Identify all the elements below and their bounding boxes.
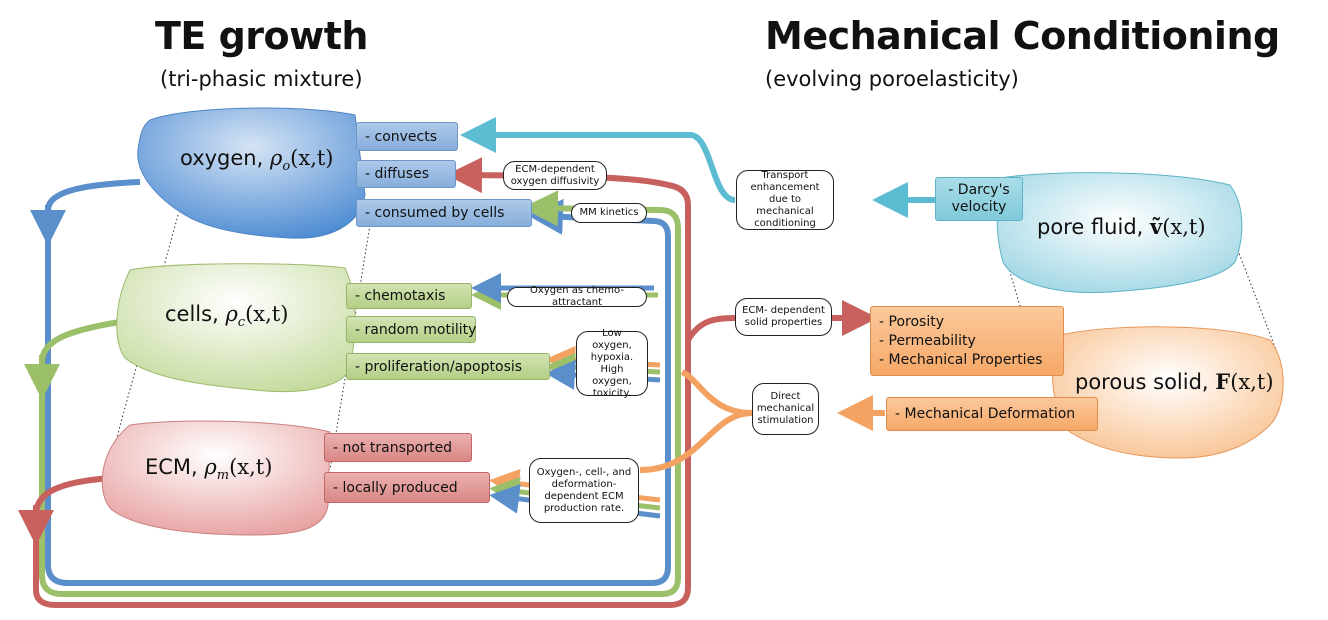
ecm-blob — [101, 420, 331, 536]
right-title: Mechanical Conditioning — [765, 14, 1280, 58]
porous-solid-symbol: F — [1215, 369, 1231, 394]
permeability-item: - Permeability — [879, 332, 976, 349]
note-ecm-diffusivity: ECM-dependent oxygen diffusivity — [503, 161, 607, 190]
porous-solid-args: (x,t) — [1230, 370, 1274, 394]
porosity-item: - Porosity — [879, 313, 944, 330]
ecm-label: ECM, ρm(x,t) — [145, 455, 272, 483]
consumed-box: - consumed by cells — [356, 199, 532, 227]
note-chemo-attractant: Oxygen as chemo-attractant — [507, 285, 647, 308]
pore-fluid-args: (x,t) — [1162, 215, 1206, 239]
locally-produced-box: - locally produced — [324, 472, 490, 503]
not-transported-box: - not transported — [324, 433, 472, 462]
cells-name: cells, — [165, 302, 226, 326]
convects-box: - convects — [356, 122, 458, 151]
diffuses-box: - diffuses — [356, 160, 456, 188]
cells-sub: c — [237, 315, 246, 331]
note-direct-stimulation: Direct mechanical stimulation — [752, 383, 819, 435]
proliferation-box: - proliferation/apoptosis — [346, 353, 550, 380]
oxygen-symbol: ρ — [269, 146, 283, 170]
oxygen-args: (x,t) — [290, 146, 334, 170]
oxygen-blob — [137, 107, 366, 239]
loop-blue — [45, 179, 671, 586]
cells-args: (x,t) — [245, 302, 289, 326]
solid-properties-box: - Porosity - Permeability - Mechanical P… — [870, 306, 1064, 376]
oxygen-sub: o — [282, 159, 291, 175]
cyan-convect-flow — [460, 117, 935, 218]
ecm-symbol: ρ — [204, 455, 217, 479]
pore-fluid-symbol: ṽ — [1150, 214, 1163, 239]
orange-stimulation-flow — [639, 369, 885, 473]
cells-label: cells, ρc(x,t) — [165, 302, 288, 330]
cells-symbol: ρ — [225, 302, 238, 326]
pore-fluid-name: pore fluid, — [1037, 215, 1150, 239]
porous-solid-label: porous solid, F(x,t) — [1075, 369, 1274, 394]
oxygen-label: oxygen, ρo(x,t) — [180, 146, 334, 174]
note-transport-enhancement: Transport enhancement due to mechanical … — [736, 170, 834, 230]
note-mm-kinetics: MM kinetics — [571, 203, 647, 223]
left-subtitle: (tri-phasic mixture) — [160, 67, 363, 91]
loop-green — [39, 190, 681, 597]
left-title: TE growth — [155, 14, 368, 58]
right-subtitle: (evolving poroelasticity) — [765, 67, 1019, 91]
random-motility-box: - random motility — [346, 316, 476, 343]
note-ecm-solid: ECM- dependent solid properties — [735, 298, 832, 336]
note-hypoxia: Low oxygen, hypoxia. High oxygen, toxici… — [576, 328, 648, 399]
mech-properties-item: - Mechanical Properties — [879, 351, 1043, 368]
ecm-name: ECM, — [145, 455, 205, 479]
note-ecm-production: Oxygen-, cell-, and deformation-dependen… — [529, 458, 639, 523]
mech-deformation-box: - Mechanical Deformation — [886, 397, 1098, 431]
chemotaxis-box: - chemotaxis — [346, 283, 472, 309]
pore-fluid-blob — [996, 172, 1243, 293]
oxygen-name: oxygen, — [180, 146, 270, 170]
darcy-box: - Darcy's velocity — [935, 177, 1023, 221]
porous-solid-name: porous solid, — [1075, 370, 1216, 394]
cells-blob — [116, 263, 356, 393]
ecm-args: (x,t) — [229, 455, 273, 479]
ecm-sub: m — [216, 468, 230, 484]
red-solid-arrow — [685, 318, 860, 340]
pore-fluid-label: pore fluid, ṽ(x,t) — [1037, 214, 1206, 239]
